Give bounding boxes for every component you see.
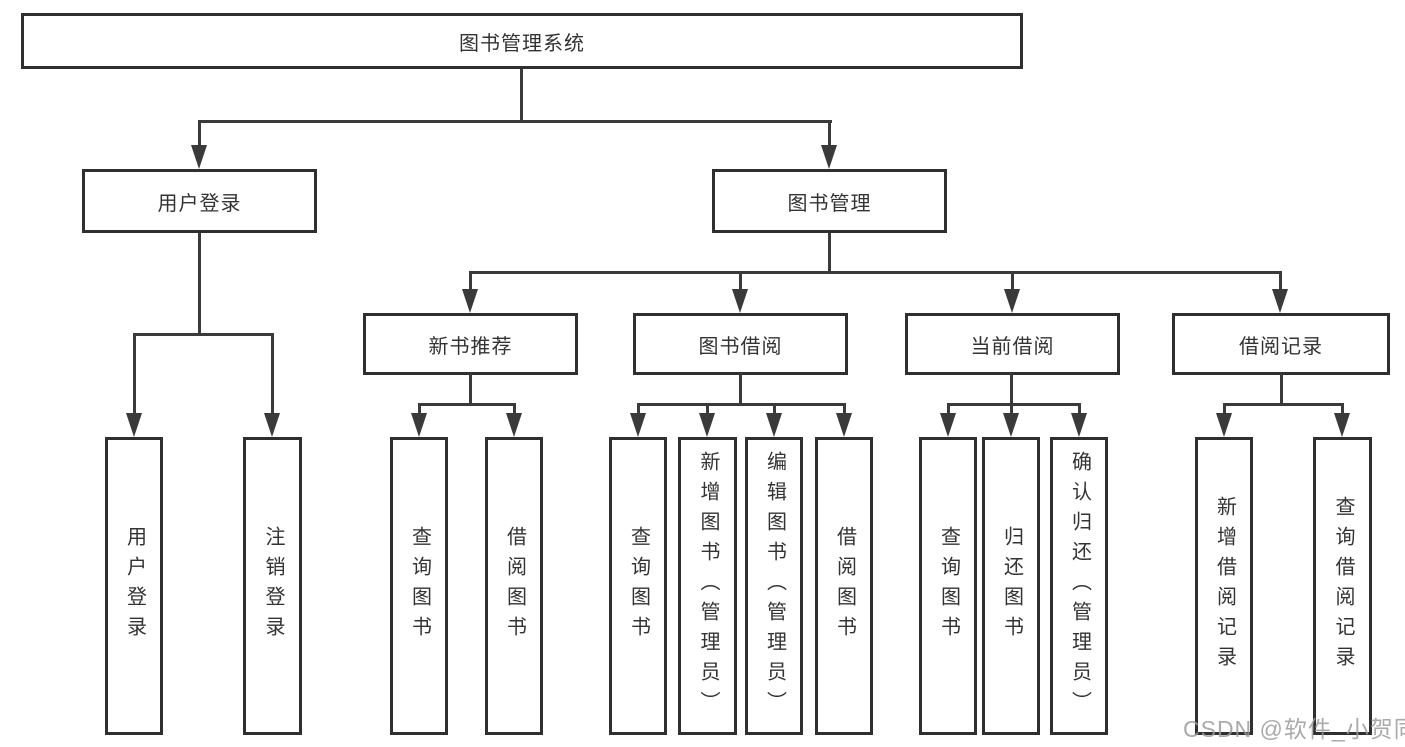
connector-line	[1280, 373, 1283, 406]
connector-line	[469, 271, 1282, 274]
arrowhead-icon	[1003, 413, 1019, 437]
node-label: 归还图书	[1000, 526, 1023, 646]
node-label: 新增借阅记录	[1213, 496, 1236, 676]
arrowhead-icon	[836, 413, 852, 437]
node-leaf-bb-query-books: 查询图书	[609, 437, 667, 735]
node-current-borrow: 当前借阅	[905, 313, 1120, 375]
node-leaf-nbr-borrow-books: 借阅图书	[485, 437, 543, 735]
arrowhead-icon	[821, 145, 837, 169]
node-leaf-cb-query-books: 查询图书	[919, 437, 977, 735]
node-label: 新增图书（管理员）	[697, 451, 719, 721]
connector-line	[513, 403, 516, 415]
connector-line	[469, 373, 472, 406]
connector-line	[198, 120, 832, 123]
node-label: 查询图书	[627, 526, 650, 646]
node-library-system: 图书管理系统	[21, 13, 1023, 69]
node-book-management: 图书管理	[712, 169, 947, 233]
arrowhead-icon	[699, 413, 715, 437]
arrowhead-icon	[940, 413, 956, 437]
arrowhead-icon	[732, 289, 748, 313]
node-label: 注销登录	[262, 526, 284, 646]
node-leaf-bb-edit-books-admin: 编辑图书（管理员）	[745, 437, 803, 735]
arrowhead-icon	[126, 413, 142, 437]
connector-line	[828, 233, 831, 274]
connector-line	[1011, 271, 1014, 291]
node-leaf-nbr-query-books: 查询图书	[390, 437, 448, 735]
connector-line	[843, 403, 846, 415]
connector-line	[469, 271, 472, 291]
node-label: 图书管理系统	[459, 32, 585, 55]
connector-line	[739, 373, 742, 406]
arrowhead-icon	[766, 413, 782, 437]
node-leaf-br-add-record: 新增借阅记录	[1195, 437, 1253, 735]
arrowhead-icon	[1272, 289, 1288, 313]
connector-line	[773, 403, 776, 415]
connector-line	[637, 403, 845, 406]
connector-line	[1223, 403, 1343, 406]
node-leaf-user-login: 用户登录	[105, 437, 163, 735]
connector-line	[739, 271, 742, 291]
node-leaf-cb-return-books: 归还图书	[982, 437, 1040, 735]
arrowhead-icon	[411, 413, 427, 437]
node-label: 用户登录	[123, 526, 146, 646]
arrowhead-icon	[264, 413, 280, 437]
connector-line	[1341, 403, 1344, 415]
arrowhead-icon	[1216, 413, 1232, 437]
node-borrow-records: 借阅记录	[1172, 313, 1390, 375]
connector-line	[418, 403, 421, 415]
connector-line	[198, 120, 201, 147]
connector-line	[947, 403, 1080, 406]
connector-line	[520, 69, 523, 122]
node-leaf-bb-borrow-books: 借阅图书	[815, 437, 873, 735]
connector-line	[1223, 403, 1226, 415]
arrowhead-icon	[1071, 413, 1087, 437]
arrowhead-icon	[1334, 413, 1350, 437]
connector-line	[1279, 271, 1282, 291]
arrowhead-icon	[630, 413, 646, 437]
arrowhead-icon	[506, 413, 522, 437]
connector-line	[133, 333, 274, 336]
node-label: 查询图书	[937, 526, 960, 646]
connector-line	[133, 333, 136, 415]
node-label: 用户登录	[157, 192, 242, 215]
node-label: 借阅记录	[1239, 335, 1323, 358]
node-user-login: 用户登录	[82, 169, 317, 233]
arrowhead-icon	[191, 145, 207, 169]
watermark: CSDN @软件_小贺同学	[1183, 716, 1405, 742]
node-leaf-bb-add-books-admin: 新增图书（管理员）	[678, 437, 737, 735]
node-label: 查询图书	[408, 526, 431, 646]
node-leaf-logout: 注销登录	[243, 437, 302, 735]
connector-line	[271, 333, 274, 415]
node-book-borrow: 图书借阅	[633, 313, 848, 375]
node-label: 当前借阅	[970, 335, 1055, 358]
connector-line	[1078, 403, 1081, 415]
connector-line	[418, 403, 516, 406]
connector-line	[947, 403, 950, 415]
node-label: 借阅图书	[503, 526, 526, 646]
node-label: 查询借阅记录	[1332, 496, 1354, 676]
connector-line	[1010, 373, 1013, 406]
node-label: 确认归还（管理员）	[1068, 451, 1091, 721]
node-label: 图书借阅	[698, 335, 783, 358]
connector-line	[706, 403, 709, 415]
node-label: 新书推荐	[428, 335, 513, 358]
connector-line	[637, 403, 640, 415]
node-leaf-br-query-record: 查询借阅记录	[1313, 437, 1372, 735]
arrowhead-icon	[462, 289, 478, 313]
node-new-book-recommend: 新书推荐	[363, 313, 578, 375]
connector-line	[828, 120, 831, 147]
node-label: 图书管理	[787, 192, 872, 215]
node-leaf-cb-confirm-return-admin: 确认归还（管理员）	[1050, 437, 1108, 735]
arrowhead-icon	[1004, 289, 1020, 313]
node-label: 编辑图书（管理员）	[763, 451, 786, 721]
node-label: 借阅图书	[833, 526, 856, 646]
connector-line	[198, 233, 201, 336]
connector-line	[1010, 403, 1013, 415]
